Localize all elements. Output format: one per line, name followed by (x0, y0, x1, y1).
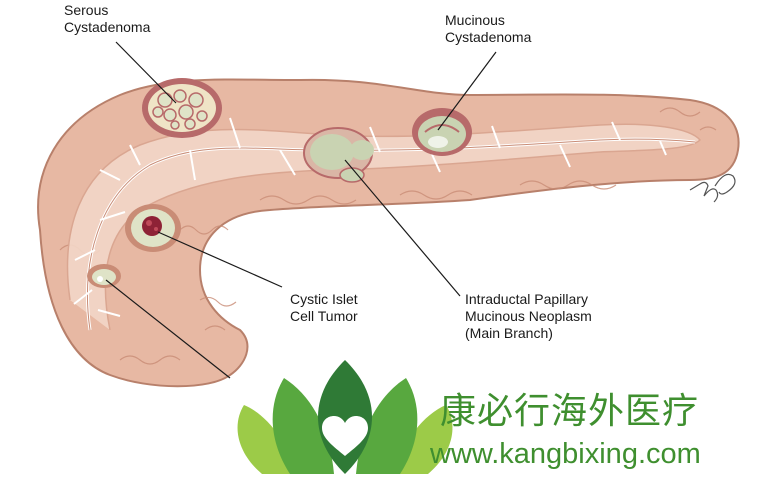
watermark-chinese: 康必行海外医疗 (440, 391, 700, 432)
label-cystic-islet-cell-tumor: Cystic Islet Cell Tumor (290, 291, 358, 324)
leader-lines (105, 41, 497, 379)
label-mucinous-cystadenoma: Mucinous Cystadenoma (445, 12, 532, 45)
cystic-islet-cell-tumor (125, 204, 181, 252)
side-branch-cyst (87, 264, 121, 288)
watermark-url: www.kangbixing.com (430, 438, 701, 470)
lobule-texture (59, 107, 717, 365)
artist-signature (689, 173, 736, 203)
mucinous-cystadenoma (412, 108, 472, 156)
label-ipmn-main-branch: Intraductal Papillary Mucinous Neoplasm … (465, 291, 592, 341)
serous-cystadenoma (142, 78, 222, 138)
lotus-heart-icon (237, 360, 453, 474)
ipmn-cyst (303, 127, 374, 183)
duct-branches (73, 117, 667, 317)
label-serous-cystadenoma: Serous Cystadenoma (64, 2, 151, 35)
